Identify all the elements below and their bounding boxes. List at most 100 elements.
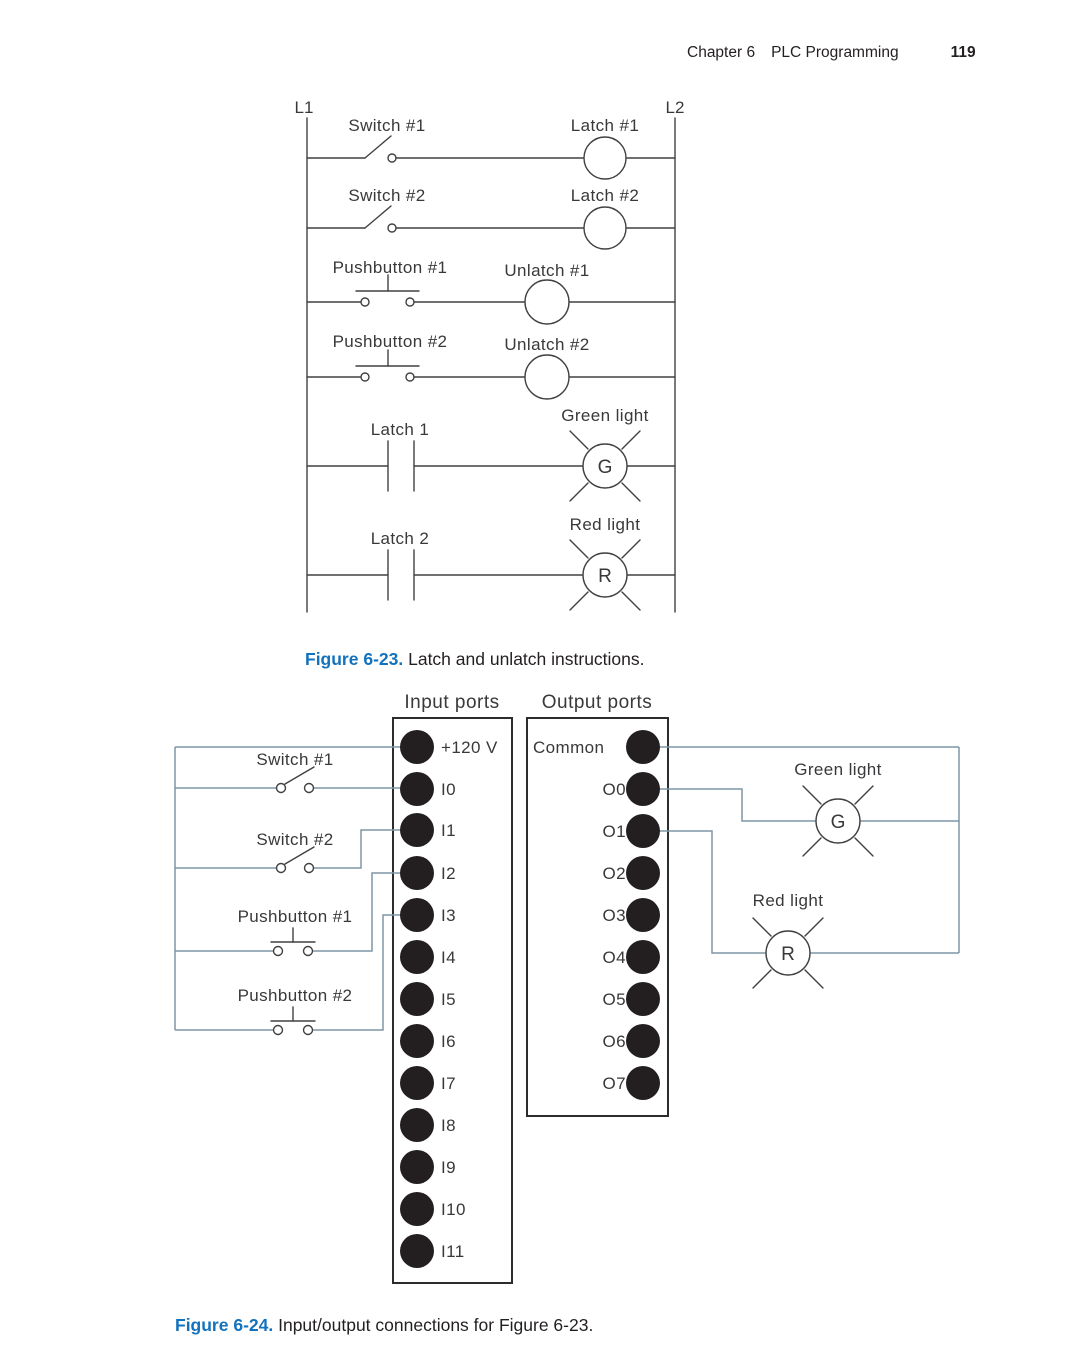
port-i10 (400, 1192, 434, 1226)
port-label: O2 (603, 864, 626, 883)
port-120v (400, 730, 434, 764)
port-i1 (400, 813, 434, 847)
port-o4 (626, 940, 660, 974)
rail-l2-label: L2 (666, 98, 685, 117)
port-label: O4 (603, 948, 626, 967)
pushbutton2-device: Pushbutton #2 (238, 986, 353, 1036)
port-i3 (400, 898, 434, 932)
input-port-terminals: +120 V I0 I1 I2 I3 I4 I5 I6 I7 I8 I9 I10… (400, 730, 498, 1268)
ladder-rung-6: R Latch 2 Red light (306, 515, 676, 611)
figure-6-23-caption: Figure 6-23. Latch and unlatch instructi… (305, 649, 645, 670)
port-o1 (626, 814, 660, 848)
port-i0 (400, 772, 434, 806)
lamp-letter: G (831, 812, 846, 833)
switch-no-icon (364, 205, 397, 233)
coil-icon (583, 206, 627, 250)
output-label: Green light (561, 406, 649, 425)
red-light-device: Red light R (752, 891, 824, 989)
figure-6-24-io-diagram: Input ports Output ports (174, 692, 960, 1284)
figure-caption-text: Input/output connections for Figure 6-23… (278, 1314, 594, 1335)
pushbutton-no-icon (355, 274, 420, 307)
figure-6-24-caption: Figure 6-24. Input/output connections fo… (175, 1315, 593, 1336)
figure-caption-label: Figure 6-23. (305, 648, 404, 669)
lamp-letter: G (598, 457, 613, 478)
port-label: O5 (603, 990, 626, 1009)
device-label: Pushbutton #2 (333, 332, 448, 351)
port-label: I11 (441, 1242, 465, 1261)
wire-o0-green (643, 788, 816, 822)
port-label: I2 (441, 864, 456, 883)
device-label: Green light (794, 760, 882, 779)
port-label: I3 (441, 906, 456, 925)
switch2-device: Switch #2 (256, 830, 333, 874)
port-i2 (400, 856, 434, 890)
chapter-label: Chapter 6 (687, 44, 756, 61)
switch-no-icon (275, 846, 315, 874)
figure-caption-text: Latch and unlatch instructions. (408, 648, 645, 669)
pilot-lamp-icon: G (802, 785, 874, 857)
device-label: Latch 1 (371, 420, 430, 439)
port-label: O6 (603, 1032, 626, 1051)
port-label: +120 V (441, 738, 498, 757)
output-label: Unlatch #2 (504, 335, 589, 354)
port-label: Common (533, 738, 604, 757)
ladder-rung-1: Switch #1 Latch #1 (306, 116, 676, 180)
port-o2 (626, 856, 660, 890)
device-label: Pushbutton #1 (238, 907, 353, 926)
port-label: O0 (603, 780, 626, 799)
field-wiring (174, 746, 960, 1031)
port-label: O7 (603, 1074, 626, 1093)
device-label: Switch #1 (256, 750, 333, 769)
ladder-rung-3: Pushbutton #1 Unlatch #1 (306, 258, 676, 325)
port-label: I1 (441, 821, 456, 840)
port-i5 (400, 982, 434, 1016)
port-o6 (626, 1024, 660, 1058)
port-label: I0 (441, 780, 456, 799)
pushbutton-no-icon (355, 349, 420, 382)
contact-no-icon (387, 549, 415, 601)
port-i9 (400, 1150, 434, 1184)
device-label: Red light (753, 891, 824, 910)
ladder-rung-4: Pushbutton #2 Unlatch #2 (306, 332, 676, 400)
output-label: Red light (570, 515, 641, 534)
device-label: Switch #1 (348, 116, 425, 135)
switch-no-icon (364, 135, 397, 163)
page-number: 119 (950, 44, 976, 61)
port-i6 (400, 1024, 434, 1058)
ladder-rung-5: G Latch 1 Green light (306, 406, 676, 502)
device-label: Pushbutton #2 (238, 986, 353, 1005)
device-label: Switch #2 (348, 186, 425, 205)
port-o7 (626, 1066, 660, 1100)
rail-l1-label: L1 (295, 98, 314, 117)
ladder-rung-2: Switch #2 Latch #2 (306, 186, 676, 250)
port-label: I4 (441, 948, 456, 967)
switch-no-icon (275, 766, 315, 794)
figure-caption-label: Figure 6-24. (175, 1314, 274, 1335)
running-head: Chapter 6 PLC Programming 119 (687, 44, 976, 62)
pushbutton1-device: Pushbutton #1 (238, 907, 353, 957)
coil-icon (583, 136, 627, 180)
port-label: I10 (441, 1200, 466, 1219)
port-label: I9 (441, 1158, 456, 1177)
pilot-lamp-icon: R (752, 917, 824, 989)
output-label: Latch #2 (571, 186, 639, 205)
lamp-letter: R (598, 566, 612, 587)
input-ports-title: Input ports (404, 692, 499, 713)
contact-no-icon (387, 440, 415, 492)
section-title: PLC Programming (771, 44, 899, 61)
output-ports-title: Output ports (542, 692, 653, 713)
port-label: I5 (441, 990, 456, 1009)
pilot-lamp-icon: G (569, 430, 641, 502)
port-label: O3 (603, 906, 626, 925)
wire-pushbutton1-i2 (313, 872, 417, 952)
port-label: I7 (441, 1074, 456, 1093)
port-label: I8 (441, 1116, 456, 1135)
port-o0 (626, 772, 660, 806)
port-label: O1 (603, 822, 626, 841)
port-i7 (400, 1066, 434, 1100)
figure-6-23-ladder-diagram: L1 L2 Switch #1 Latch #1 (295, 98, 685, 613)
lamp-letter: R (781, 944, 795, 965)
port-o5 (626, 982, 660, 1016)
port-i11 (400, 1234, 434, 1268)
